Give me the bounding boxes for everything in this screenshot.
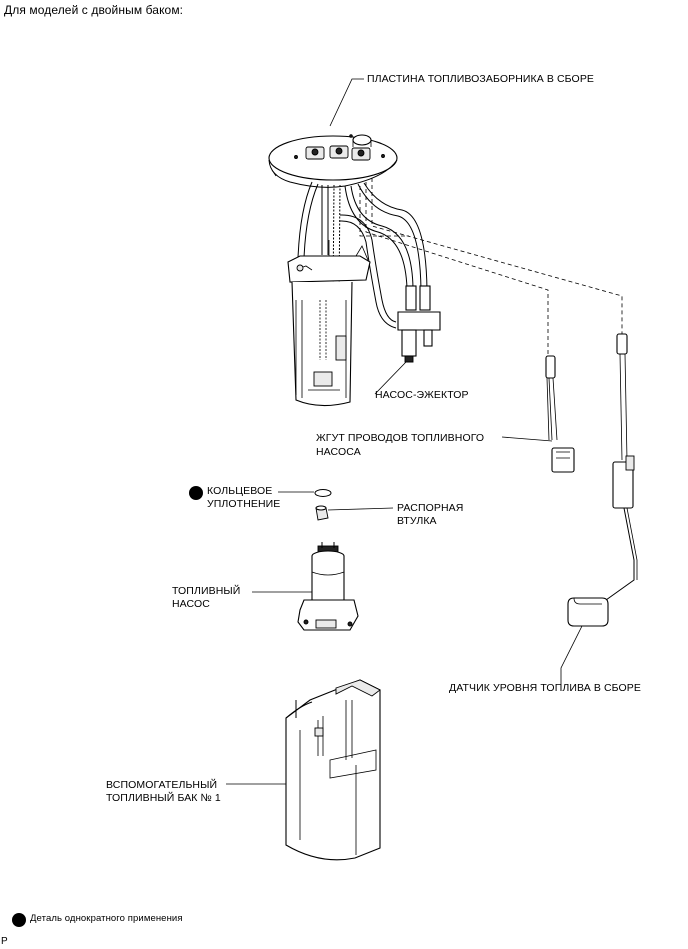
legend-text: Деталь однократного применения xyxy=(30,913,183,924)
non-reusable-marker xyxy=(189,486,203,500)
fuel-pump-harness xyxy=(545,355,575,473)
label-oring-line2: УПЛОТНЕНИЕ xyxy=(207,498,281,510)
label-spacer-line1: РАСПОРНАЯ xyxy=(397,502,464,514)
leader-sender xyxy=(560,625,583,684)
label-suction-plate: ПЛАСТИНА ТОПЛИВОЗАБОРНИКА В СБОРЕ xyxy=(367,73,595,85)
label-harness-line2: НАСОСА xyxy=(316,446,361,458)
page-mark: P xyxy=(1,936,8,947)
label-spacer-line2: ВТУЛКА xyxy=(397,515,437,527)
label-subtank-line1: ВСПОМОГАТЕЛЬНЫЙ xyxy=(106,779,218,791)
label-harness-line1: ЖГУТ ПРОВОДОВ ТОПЛИВНОГО xyxy=(316,432,485,444)
page-header: Для моделей с двойным баком: xyxy=(4,3,184,17)
fuel-sender-gauge xyxy=(567,333,638,627)
leader-harness xyxy=(501,436,553,442)
label-sender-gauge: ДАТЧИК УРОВНЯ ТОПЛИВА В СБОРЕ xyxy=(449,682,642,694)
legend-marker xyxy=(12,913,26,927)
sub-fuel-tank xyxy=(285,679,381,861)
o-ring xyxy=(314,489,332,497)
label-fuel-pump-line1: ТОПЛИВНЫЙ xyxy=(172,585,241,597)
leader-ejector xyxy=(374,361,407,395)
label-jet-pump: НАСОС-ЭЖЕКТОР xyxy=(375,389,469,401)
label-subtank-line2: ТОПЛИВНЫЙ БАК № 1 xyxy=(106,792,221,804)
fuel-pump xyxy=(297,542,359,631)
label-oring-line1: КОЛЬЦЕВОЕ xyxy=(207,485,273,497)
label-fuel-pump-line2: НАСОС xyxy=(172,598,210,610)
leader-spacer xyxy=(327,507,394,511)
suction-plate-assembly xyxy=(268,134,428,407)
spacer xyxy=(315,505,329,521)
jet-pump xyxy=(397,285,441,363)
leader-plate xyxy=(329,78,364,127)
